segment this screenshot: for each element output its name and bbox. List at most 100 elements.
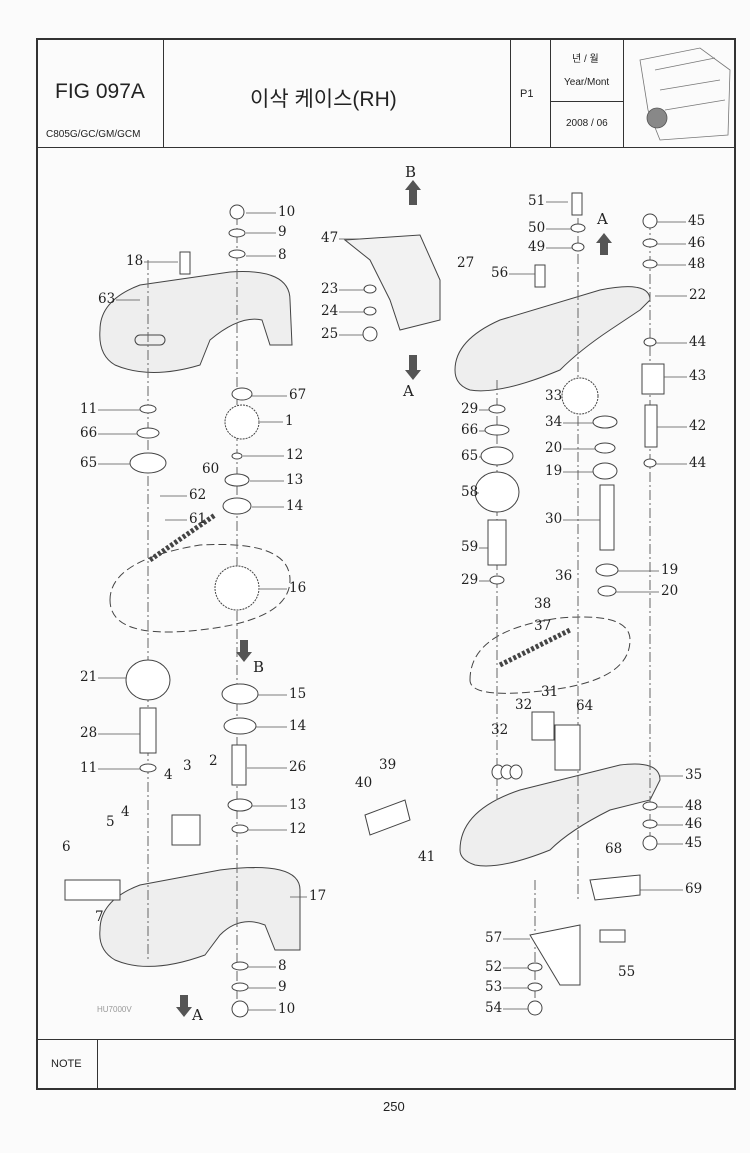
chain-loop-right xyxy=(469,616,631,694)
note-divider xyxy=(36,1039,736,1040)
part-number-callout: 21 xyxy=(80,669,98,685)
part-number-callout: 50 xyxy=(528,220,546,236)
part-number-callout: 68 xyxy=(605,841,623,857)
part-number-callout: 32 xyxy=(491,722,509,738)
arrow-reference-label: A xyxy=(597,210,608,228)
part-number-callout: 19 xyxy=(545,463,563,479)
part-number-callout: 2 xyxy=(209,753,218,769)
part-number-callout: 61 xyxy=(189,511,207,527)
part-number-callout: 29 xyxy=(461,572,479,588)
part-number-callout: 17 xyxy=(309,888,327,904)
part-number-callout: 13 xyxy=(286,472,304,488)
part-number-callout: 38 xyxy=(534,596,552,612)
part-number-callout: 65 xyxy=(461,448,479,464)
arrow-down-a xyxy=(405,355,421,380)
upper-case-left xyxy=(99,271,293,373)
part-number-callout: 46 xyxy=(688,235,706,251)
part-number-callout: 14 xyxy=(289,718,307,734)
part-number-callout: 48 xyxy=(688,256,706,272)
arrow-reference-label: B xyxy=(405,163,417,181)
date-cell xyxy=(36,38,624,148)
chain-right xyxy=(498,627,572,668)
part-number-callout: 23 xyxy=(321,281,339,297)
part-number-callout: 34 xyxy=(545,414,563,430)
part-number-callout: 48 xyxy=(685,798,703,814)
part-number-callout: 42 xyxy=(689,418,707,434)
arrow-down-a-left xyxy=(176,995,192,1017)
arrow-reference-label: A xyxy=(403,382,414,400)
part-number-callout: 28 xyxy=(80,725,98,741)
chain-loop-left xyxy=(109,543,291,633)
part-number-callout: 4 xyxy=(164,767,173,783)
part-number-callout: 60 xyxy=(202,461,220,477)
part-number-callout: 56 xyxy=(491,265,509,281)
part-number-callout: 44 xyxy=(689,455,707,471)
page-frame xyxy=(36,38,736,1090)
bracket-47 xyxy=(343,234,441,331)
part-number-callout: 62 xyxy=(189,487,207,503)
arrow-reference-label: A xyxy=(192,1006,203,1024)
part-number-callout: 47 xyxy=(321,230,339,246)
part-number-callout: 37 xyxy=(534,618,552,634)
date: 2008 / 06 xyxy=(566,118,608,129)
chain-left xyxy=(148,512,217,563)
page-title: 이삭 케이스(RH) xyxy=(250,88,397,111)
part-number-callout: 64 xyxy=(576,698,594,714)
part-number-callout: 10 xyxy=(278,204,296,220)
part-number-callout: 40 xyxy=(355,775,373,791)
part-number-callout: 45 xyxy=(685,835,703,851)
arrow-down-b xyxy=(236,640,252,662)
note-label: NOTE xyxy=(51,1058,82,1070)
part-number-callout: 16 xyxy=(289,580,307,596)
part-number-callout: 49 xyxy=(528,239,546,255)
lower-case-left xyxy=(99,867,301,967)
part-number-callout: 52 xyxy=(485,959,503,975)
part-number-callout: 11 xyxy=(80,401,98,417)
part-number-callout: 58 xyxy=(461,484,479,500)
part-number-callout: 4 xyxy=(121,804,130,820)
page-code: P1 xyxy=(520,88,534,100)
part-number-callout: 20 xyxy=(661,583,679,599)
part-number-callout: 29 xyxy=(461,401,479,417)
part-number-callout: 25 xyxy=(321,326,339,342)
part-number-callout: 3 xyxy=(183,758,192,774)
figure-number: FIG 097A xyxy=(55,80,145,103)
part-number-callout: 55 xyxy=(618,964,636,980)
part-number-callout: 54 xyxy=(485,1000,503,1016)
part-number-callout: 18 xyxy=(126,253,144,269)
part-number-callout: 14 xyxy=(286,498,304,514)
part-number-callout: 65 xyxy=(80,455,98,471)
arrow-up-b xyxy=(405,180,421,205)
part-number-callout: 44 xyxy=(689,334,707,350)
part-number-callout: 67 xyxy=(289,387,307,403)
arrow-reference-label: B xyxy=(253,658,265,676)
header-divider xyxy=(36,147,736,148)
part-number-callout: 69 xyxy=(685,881,703,897)
part-number-callout: 20 xyxy=(545,440,563,456)
watermark: HU7000V xyxy=(97,1005,132,1014)
part-number-callout: 5 xyxy=(106,814,115,830)
arrow-up-a-right xyxy=(596,233,612,255)
part-number-callout: 12 xyxy=(289,821,307,837)
part-number-callout: 1 xyxy=(285,413,294,429)
part-number-callout: 33 xyxy=(545,388,563,404)
part-number-callout: 19 xyxy=(661,562,679,578)
year-month-label: Year/Mont xyxy=(564,77,610,88)
note-cell xyxy=(36,1039,98,1090)
part-number-callout: 43 xyxy=(689,368,707,384)
part-number-callout: 12 xyxy=(286,447,304,463)
part-number-callout: 41 xyxy=(418,849,436,865)
part-number-callout: 7 xyxy=(95,909,104,925)
part-number-callout: 9 xyxy=(278,979,287,995)
part-number-callout: 31 xyxy=(541,684,559,700)
page-number: 250 xyxy=(383,1099,405,1114)
part-number-callout: 63 xyxy=(98,291,116,307)
fig-cell xyxy=(36,38,164,148)
part-number-callout: 46 xyxy=(685,816,703,832)
part-number-callout: 30 xyxy=(545,511,563,527)
part-number-callout: 51 xyxy=(528,193,546,209)
part-number-callout: 39 xyxy=(379,757,397,773)
part-number-callout: 9 xyxy=(278,224,287,240)
